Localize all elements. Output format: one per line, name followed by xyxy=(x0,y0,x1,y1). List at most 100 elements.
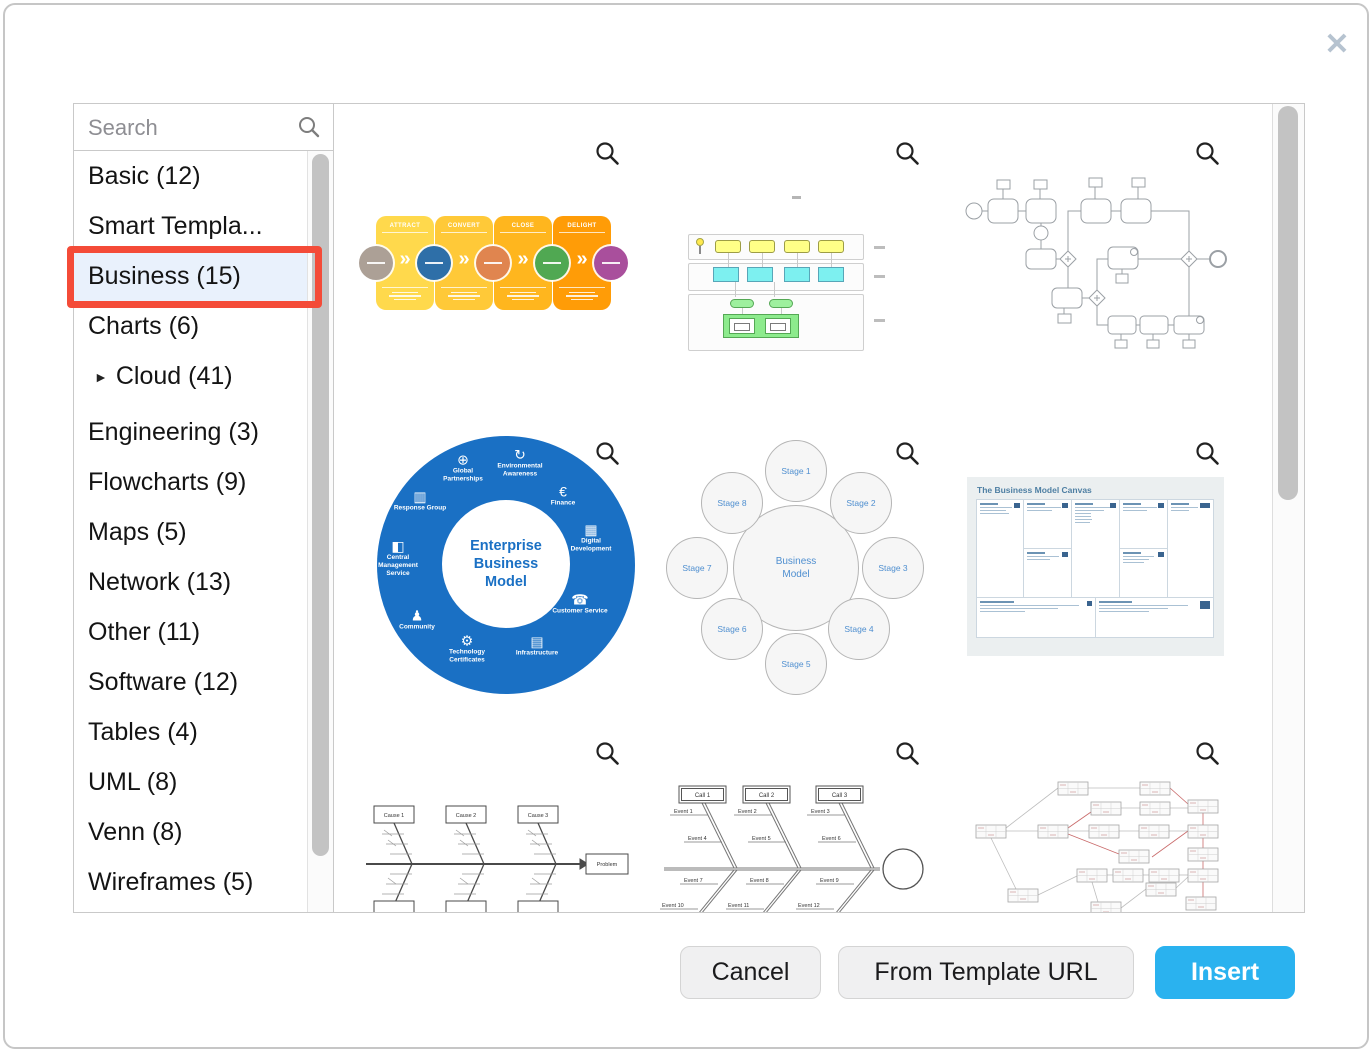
sidebar-scrollbar-track[interactable] xyxy=(307,151,333,912)
template-cell-enterprise-business-model[interactable]: Enterprise Business Model ⊕Global Partne… xyxy=(346,416,646,716)
stage-circle: Stage 6 xyxy=(701,598,763,660)
sidebar-item-venn[interactable]: Venn (8) xyxy=(74,807,307,857)
process-box xyxy=(715,240,741,253)
svg-text:Cause 2: Cause 2 xyxy=(456,813,477,819)
bmc-title: The Business Model Canvas xyxy=(977,485,1092,495)
sidebar-item-cloud[interactable]: ► Cloud (41) xyxy=(74,351,307,401)
svg-text:Event 6: Event 6 xyxy=(822,836,841,842)
buildings-icon: ▦ xyxy=(584,521,598,538)
ebm-item: ☎Customer Service xyxy=(550,592,610,616)
cancel-button[interactable]: Cancel xyxy=(680,946,821,999)
svg-text:Cause 1: Cause 1 xyxy=(384,813,405,819)
sidebar-item-label: Smart Templa... xyxy=(88,211,263,240)
template-cell-stage-cycle[interactable]: Business Model Stage 1 Stage 2 Stage 3 S… xyxy=(646,416,946,716)
zoom-preview-icon[interactable] xyxy=(595,441,621,467)
grid-scrollbar-thumb[interactable] xyxy=(1278,106,1298,500)
sidebar-item-label: Wireframes (5) xyxy=(88,867,254,896)
sidebar-item-label: Basic (12) xyxy=(88,161,201,190)
from-template-url-button[interactable]: From Template URL xyxy=(838,946,1134,999)
zoom-preview-icon[interactable] xyxy=(895,441,921,467)
expand-arrow-icon: ► xyxy=(94,369,108,385)
sidebar-item-other[interactable]: Other (11) xyxy=(74,607,307,657)
ebm-item: ↻Environmental Awareness xyxy=(490,446,550,479)
sidebar-item-wireframes[interactable]: Wireframes (5) xyxy=(74,857,307,907)
template-cell-process-layers[interactable] xyxy=(646,116,946,416)
bmc-section xyxy=(976,499,1024,598)
sidebar-item-software[interactable]: Software (12) xyxy=(74,657,307,707)
ebm-item: €Finance xyxy=(533,484,593,508)
bmc-section xyxy=(1095,597,1214,638)
sidebar-item-label: Business (15) xyxy=(88,261,241,290)
sidebar-item-flowcharts[interactable]: Flowcharts (9) xyxy=(74,457,307,507)
zoom-preview-icon[interactable] xyxy=(1195,741,1221,767)
svg-text:Event 3: Event 3 xyxy=(811,809,830,815)
recycle-icon: ↻ xyxy=(514,446,526,463)
pert-thumbnail xyxy=(975,781,1219,912)
zoom-preview-icon[interactable] xyxy=(595,741,621,767)
sidebar-item-label: Software (12) xyxy=(88,667,239,696)
sidebar-item-uml[interactable]: UML (8) xyxy=(74,757,307,807)
sidebar-item-smart-templates[interactable]: Smart Templa... xyxy=(74,201,307,251)
sidebar-item-label: Network (13) xyxy=(88,567,232,596)
category-list: Basic (12) Smart Templa... Business (15)… xyxy=(74,151,307,912)
sidebar-item-engineering[interactable]: Engineering (3) xyxy=(74,407,307,457)
template-cell-fishbone[interactable]: Cause 1 Cause 2 Cause 3 Problem xyxy=(346,716,646,912)
zoom-preview-icon[interactable] xyxy=(1195,141,1221,167)
bmc-thumbnail: The Business Model Canvas xyxy=(967,477,1224,656)
close-icon[interactable]: ✕ xyxy=(1324,28,1350,61)
svg-text:Event 1: Event 1 xyxy=(674,809,693,815)
template-cell-marketing-funnel[interactable]: ATTRACT » CONVERT » CLOSE » xyxy=(346,116,646,416)
stage-circle: Stage 2 xyxy=(830,472,892,534)
sidebar-item-label: Cloud (41) xyxy=(115,361,233,390)
data-pill xyxy=(769,299,793,308)
bmc-section xyxy=(1167,499,1214,598)
grid-scrollbar-track[interactable] xyxy=(1272,104,1304,912)
zoom-preview-icon[interactable] xyxy=(895,141,921,167)
svg-text:Event 10: Event 10 xyxy=(662,903,684,909)
template-cell-fishbone-timeline[interactable]: Call 1 Call 2 Call 3 Event 1 Event 2 Eve… xyxy=(646,716,946,912)
stage-circle: Stage 4 xyxy=(828,598,890,660)
search-icon xyxy=(299,117,320,138)
zoom-preview-icon[interactable] xyxy=(595,141,621,167)
sidebar-item-maps[interactable]: Maps (5) xyxy=(74,507,307,557)
ebm-item: ◧Central Management Service xyxy=(368,538,428,577)
sidebar-item-charts[interactable]: Charts (6) xyxy=(74,301,307,351)
template-cell-business-model-canvas[interactable]: The Business Model Canvas xyxy=(946,416,1246,716)
svg-text:Problem: Problem xyxy=(597,862,618,868)
sidebar-item-basic[interactable]: Basic (12) xyxy=(74,151,307,201)
layer-label-mark xyxy=(874,319,885,322)
search-bar xyxy=(74,104,333,151)
sidebar-item-label: Maps (5) xyxy=(88,517,187,546)
infrastructure-icon: ▤ xyxy=(530,633,544,650)
process-box xyxy=(784,240,810,253)
svg-text:Event 4: Event 4 xyxy=(688,836,707,842)
funnel-node xyxy=(359,246,393,280)
funnel-node xyxy=(535,246,569,280)
svg-text:Call 1: Call 1 xyxy=(695,793,711,799)
sidebar-scrollbar-thumb[interactable] xyxy=(312,154,329,856)
flag-mark xyxy=(792,196,801,199)
sidebar-item-label: Engineering (3) xyxy=(88,417,259,446)
zoom-preview-icon[interactable] xyxy=(895,741,921,767)
template-cell-pert-chart[interactable] xyxy=(946,716,1246,912)
sidebar-item-label: UML (8) xyxy=(88,767,178,796)
template-cell-bpmn[interactable] xyxy=(946,116,1246,416)
sidebar-item-network[interactable]: Network (13) xyxy=(74,557,307,607)
globe-icon: ⊕ xyxy=(457,451,469,468)
search-input[interactable] xyxy=(86,110,290,146)
ebm-item: ▤Infrastructure xyxy=(507,633,567,658)
ebm-item: ▦Digital Development xyxy=(561,521,621,554)
certificate-icon: ⚙ xyxy=(460,632,474,649)
fishbone-thumbnail: Cause 1 Cause 2 Cause 3 Problem xyxy=(366,805,629,912)
bmc-section xyxy=(976,597,1096,638)
insert-button[interactable]: Insert xyxy=(1155,946,1295,999)
stage-circle: Stage 7 xyxy=(666,537,728,599)
sidebar-item-tables[interactable]: Tables (4) xyxy=(74,707,307,757)
stage-circle: Stage 3 xyxy=(862,537,924,599)
bmc-section xyxy=(1119,499,1168,549)
process-box xyxy=(749,240,775,253)
zoom-preview-icon[interactable] xyxy=(1195,441,1221,467)
template-dialog: ✕ Basic (12) Smart Templa... Business (1… xyxy=(3,3,1369,1049)
sidebar-item-business[interactable]: Business (15) xyxy=(74,251,307,301)
svg-text:Event 5: Event 5 xyxy=(752,836,771,842)
